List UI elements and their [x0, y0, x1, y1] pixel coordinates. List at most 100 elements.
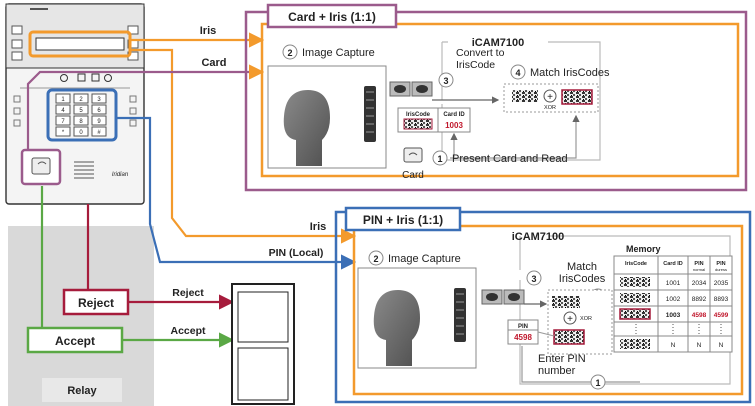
card-icon: [31, 157, 51, 175]
iris-label-card: Iris: [200, 25, 217, 37]
card-xor: XOR: [544, 105, 556, 111]
iriscode-image: [552, 296, 580, 308]
card-arrow: [26, 64, 265, 150]
svg-text:1: 1: [595, 378, 600, 388]
keypad-key-label: 4: [61, 108, 65, 114]
memory-cell: 1002: [666, 296, 681, 303]
accept-label: Accept: [55, 334, 95, 348]
keypad-key: [55, 115, 71, 126]
card-step1: Present Card and Read: [452, 153, 568, 165]
keypad-key-label: 0: [79, 130, 83, 136]
iriscode-image: [553, 329, 585, 345]
keypad-key: [73, 126, 89, 137]
keypad-key-label: 9: [97, 119, 101, 125]
card-col-cardid: Card ID: [443, 112, 465, 118]
pin-arrow: [116, 116, 357, 270]
keypad-key: [73, 104, 89, 115]
reject-arrow-label: Reject: [172, 287, 204, 299]
memory-cell: 8893: [714, 296, 729, 303]
camera-icon: [91, 73, 100, 82]
memory-cell: 2035: [714, 280, 729, 287]
svg-text:3: 3: [443, 76, 448, 86]
led-icon: [60, 74, 68, 82]
memory-cell: N: [671, 342, 676, 349]
relay-panel: Relay: [8, 226, 154, 406]
keypad-key-label: #: [97, 130, 101, 136]
pin-step2: Image Capture: [388, 253, 461, 265]
card-col-iriscode: IrisCode: [406, 112, 431, 118]
keypad-key-label: 1: [61, 97, 65, 103]
memory-header: Card ID: [663, 261, 683, 267]
card-caption: Card: [402, 170, 424, 181]
keypad-key-label: 2: [79, 97, 83, 103]
memory-subheader: normal: [693, 267, 705, 272]
keypad-key: [91, 93, 107, 104]
reject-label: Reject: [78, 296, 114, 310]
iriscode-image: [620, 293, 650, 303]
lock-icon: [77, 73, 86, 82]
keypad-key: [91, 126, 107, 137]
iris-arrow-pin: [130, 48, 357, 244]
card-icon: [403, 147, 423, 163]
connectors: Iris Card Iris PIN (Local) Reject Accept: [26, 25, 357, 348]
card-label: Card: [201, 57, 226, 69]
keypad-key: [91, 104, 107, 115]
memory-subheader: duress: [715, 267, 727, 272]
accept-box: [26, 326, 124, 354]
icam-device: 1 2 3 4 5 6 7 8 9 * 0 # Iridian: [5, 3, 145, 205]
pin-device-name: iCAM7100: [512, 231, 565, 243]
keypad-key-label: 3: [97, 97, 101, 103]
memory-cell: N: [719, 342, 724, 349]
keypad-key-label: 6: [97, 108, 101, 114]
card-device-name: iCAM7100: [472, 37, 525, 49]
keypad-key-label: 5: [79, 108, 83, 114]
relay-title: Relay: [67, 385, 97, 397]
iris-label-pin: Iris: [310, 221, 327, 233]
memory-header: PIN: [694, 261, 703, 267]
svg-text:+: +: [567, 314, 573, 325]
svg-text:4: 4: [515, 68, 520, 78]
memory-cell: 4599: [714, 312, 729, 319]
memory-header: IrisCode: [625, 261, 647, 267]
iriscode-image: [512, 90, 538, 102]
pin-label: PIN (Local): [269, 247, 324, 259]
keypad-key: [55, 104, 71, 115]
camera-icon: [364, 86, 376, 142]
keypad-key-label: 8: [79, 119, 83, 125]
keypad-key: [55, 93, 71, 104]
iris-window: [28, 30, 132, 58]
card-iris-panel: Card + Iris (1:1) iCAM7100 2 Image Captu…: [244, 3, 748, 192]
svg-text:2: 2: [373, 254, 378, 264]
keypad-key-label: *: [62, 130, 65, 136]
svg-text:3: 3: [531, 274, 536, 284]
keypad-key-label: 7: [61, 119, 65, 125]
keypad-highlight: [46, 88, 118, 142]
memory-cell: 1003: [666, 312, 681, 319]
memory-cell: 1001: [666, 280, 681, 287]
card-id-value: 1003: [445, 121, 463, 130]
iriscode-image: [620, 339, 650, 349]
status-icon: [104, 74, 112, 82]
memory-header: PIN: [716, 261, 725, 267]
iriscode-image: [619, 308, 651, 320]
card-iris-title: Card + Iris (1:1): [288, 10, 376, 24]
memory-cell: N: [697, 342, 702, 349]
card-step4: Match IrisCodes: [530, 67, 610, 79]
keypad-key: [91, 115, 107, 126]
pin-box-label: PIN: [518, 324, 528, 330]
card-step2: Image Capture: [302, 47, 375, 59]
pin-iris-title: PIN + Iris (1:1): [363, 213, 443, 227]
svg-text:1: 1: [437, 154, 442, 164]
keypad-key: [73, 115, 89, 126]
accept-arrow-label: Accept: [170, 325, 206, 337]
head-icon: [373, 290, 420, 366]
keypad-key: [55, 126, 71, 137]
pin-xor: XOR: [580, 316, 592, 322]
pin-iris-panel: PIN + Iris (1:1) iCAM7100 2 Image Captur…: [334, 206, 752, 404]
door: [231, 283, 295, 405]
brand-logo: Iridian: [112, 172, 129, 178]
